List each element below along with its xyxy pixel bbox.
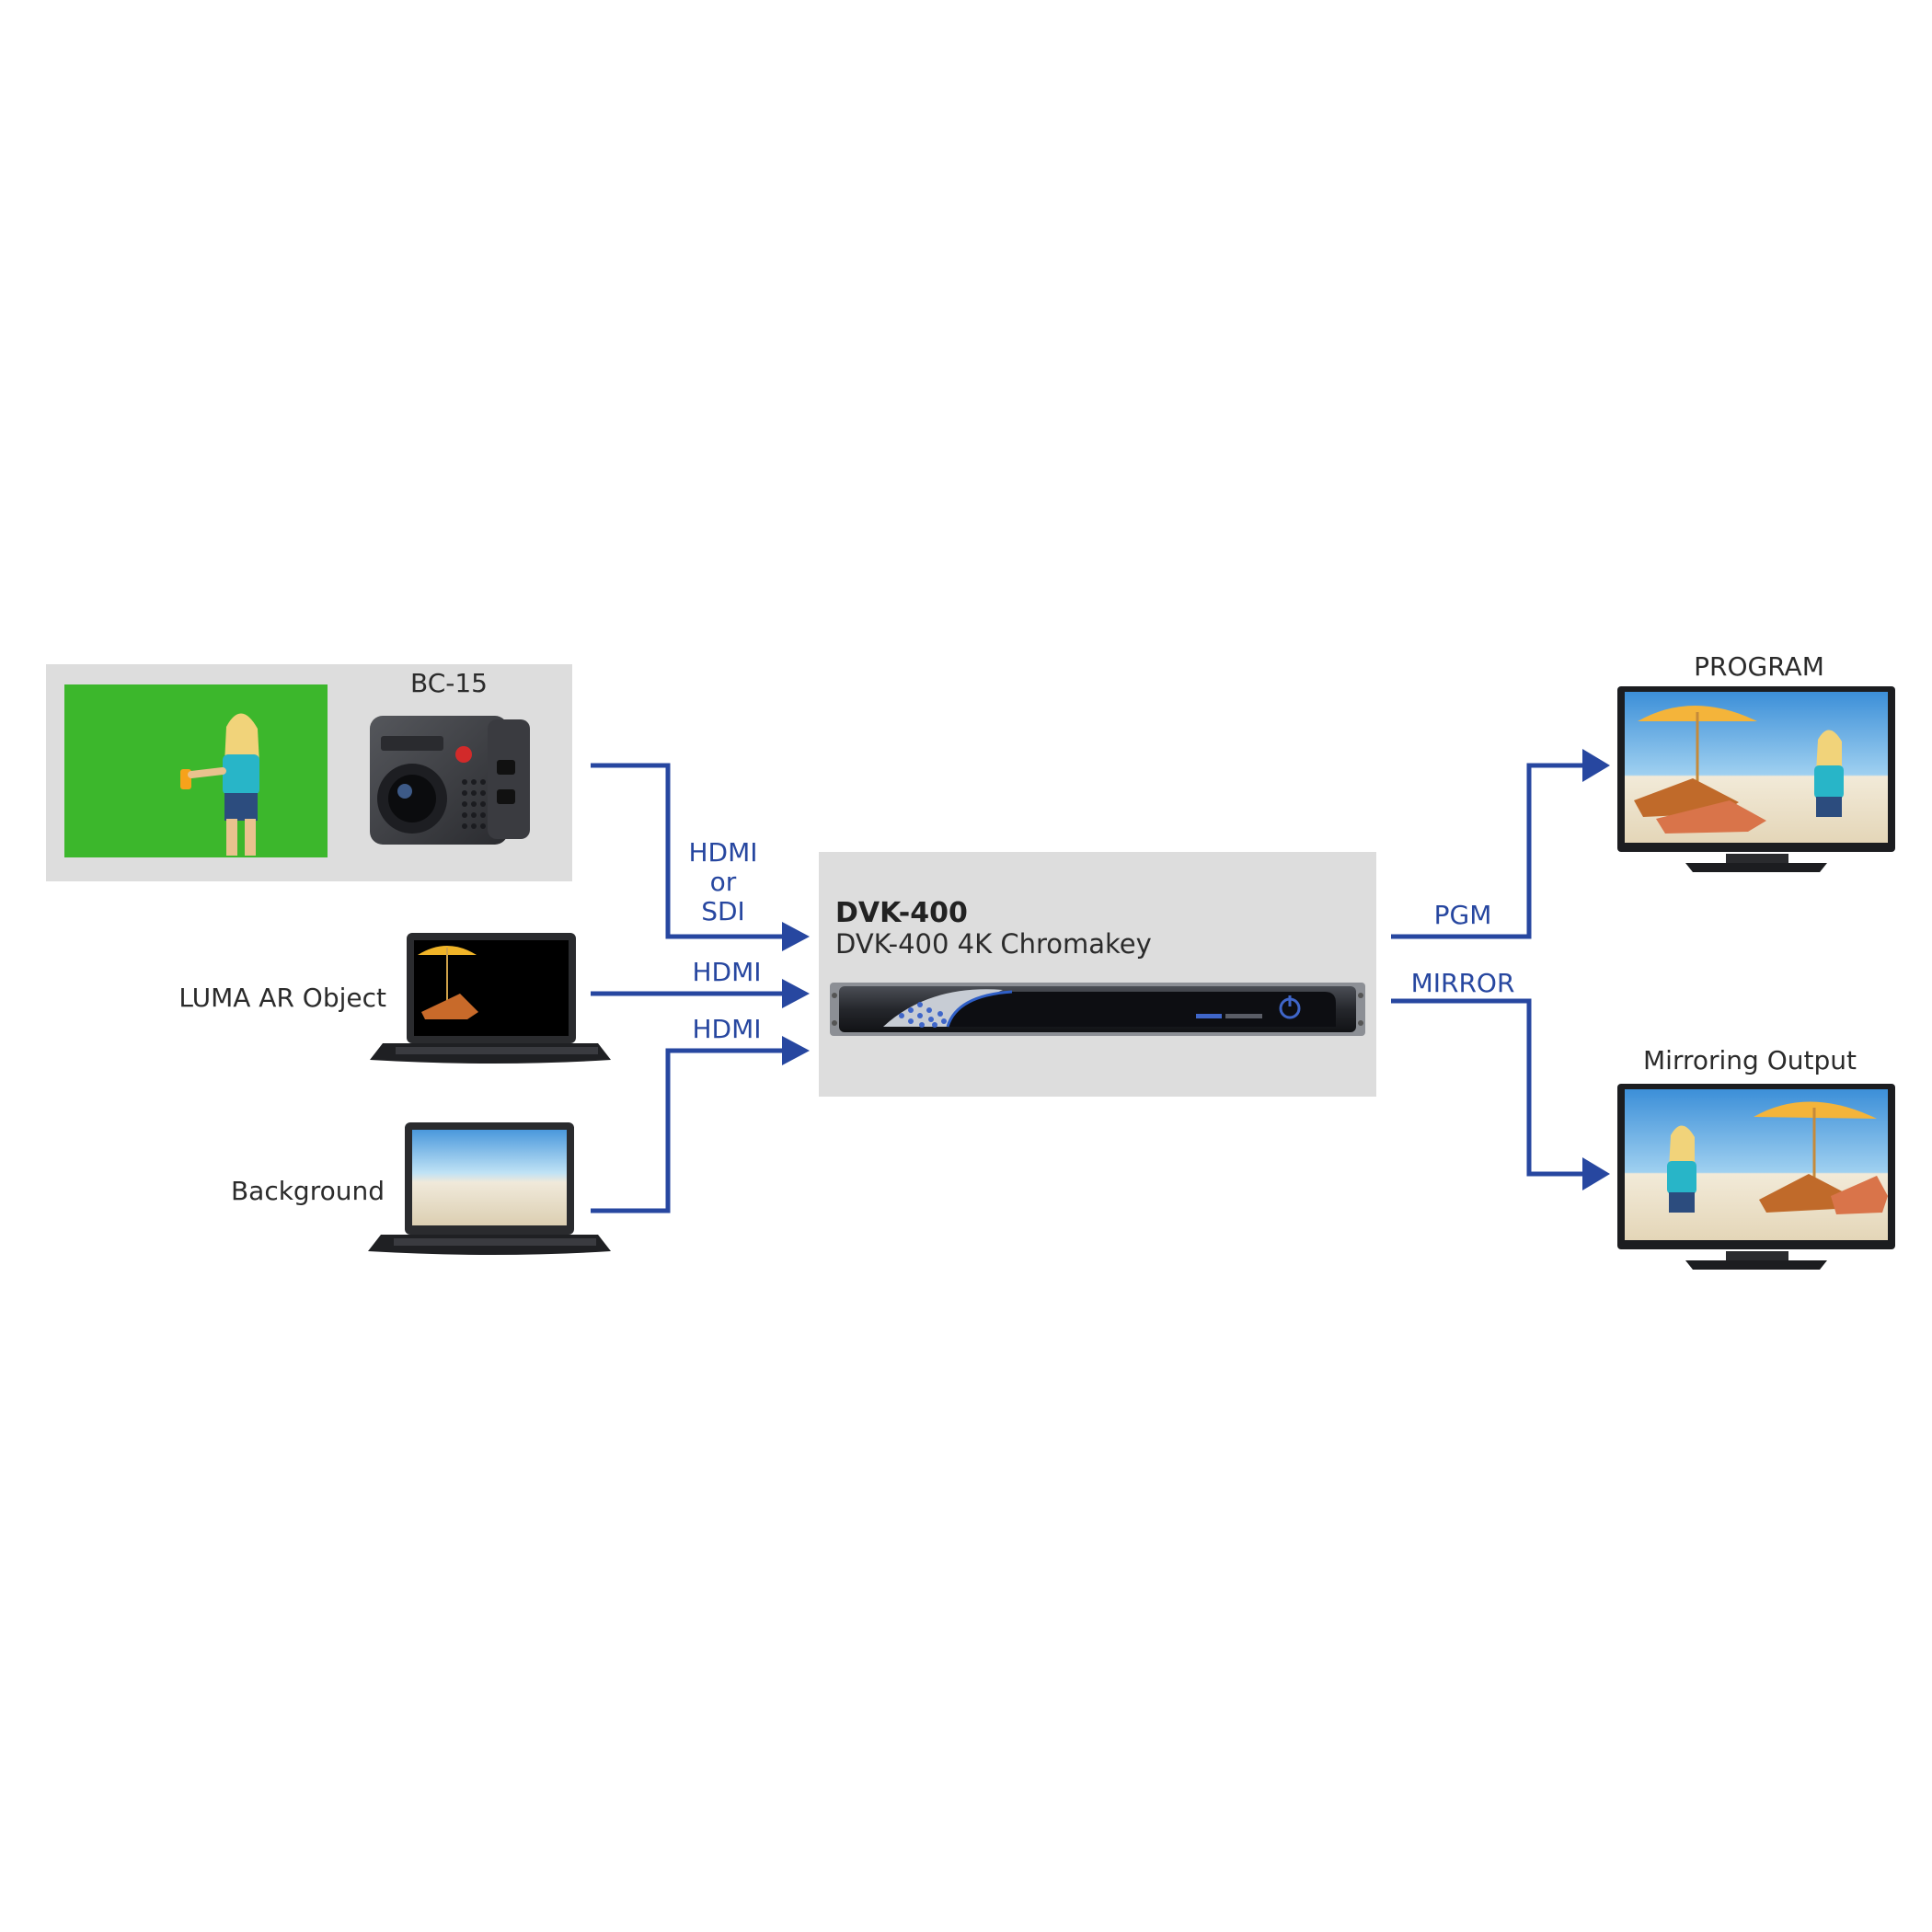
arrowhead-input1 <box>782 922 810 951</box>
camera-label: BC-15 <box>410 668 488 698</box>
power-icon <box>1279 995 1301 1019</box>
input3-label: HDMI <box>692 1014 761 1044</box>
connector-input3 <box>591 1048 788 1213</box>
luma-label: LUMA AR Object <box>178 983 386 1013</box>
output-arrowheads <box>1582 749 1610 1190</box>
mirror-label: Mirroring Output <box>1643 1045 1857 1075</box>
green-screen-preview <box>64 684 328 857</box>
output2-label: MIRROR <box>1411 968 1515 998</box>
output1-label: PGM <box>1434 900 1492 930</box>
arrowhead-input3 <box>782 1036 810 1065</box>
connector-output1 <box>1391 763 1590 939</box>
input1-label-line2: or <box>710 867 737 897</box>
output-connectors <box>1391 763 1590 1177</box>
arrowhead-output1 <box>1582 749 1610 782</box>
device-group: DVK-400 DVK-400 4K Chromakey <box>819 852 1376 1097</box>
connector-output2 <box>1391 998 1590 1177</box>
mirror-output-group: Mirroring Output <box>1617 1045 1895 1270</box>
program-label: PROGRAM <box>1694 651 1824 682</box>
laptop-icon <box>368 1122 611 1255</box>
background-laptop-group: Background <box>231 1122 611 1255</box>
input-connectors <box>591 763 788 1213</box>
connector-input1 <box>591 763 788 939</box>
tv-icon <box>1617 686 1895 872</box>
camera-icon <box>370 716 530 845</box>
camera-source-group: BC-15 <box>46 664 572 881</box>
background-label: Background <box>231 1176 385 1206</box>
rack-unit-icon <box>830 983 1365 1036</box>
input2-label: HDMI <box>692 957 761 987</box>
laptop-icon <box>370 933 611 1064</box>
device-title: DVK-400 <box>835 897 968 929</box>
input1-label-line1: HDMI <box>688 837 757 868</box>
program-output-group: PROGRAM <box>1617 651 1895 872</box>
arrowhead-output2 <box>1582 1157 1610 1190</box>
input-arrowheads <box>782 922 810 1065</box>
arrowhead-input2 <box>782 979 810 1008</box>
tv-icon <box>1617 1084 1895 1270</box>
device-subtitle: DVK-400 4K Chromakey <box>835 928 1152 960</box>
input1-label-line3: SDI <box>701 896 745 926</box>
device-panel <box>819 852 1376 1097</box>
luma-laptop-group: LUMA AR Object <box>178 933 611 1064</box>
